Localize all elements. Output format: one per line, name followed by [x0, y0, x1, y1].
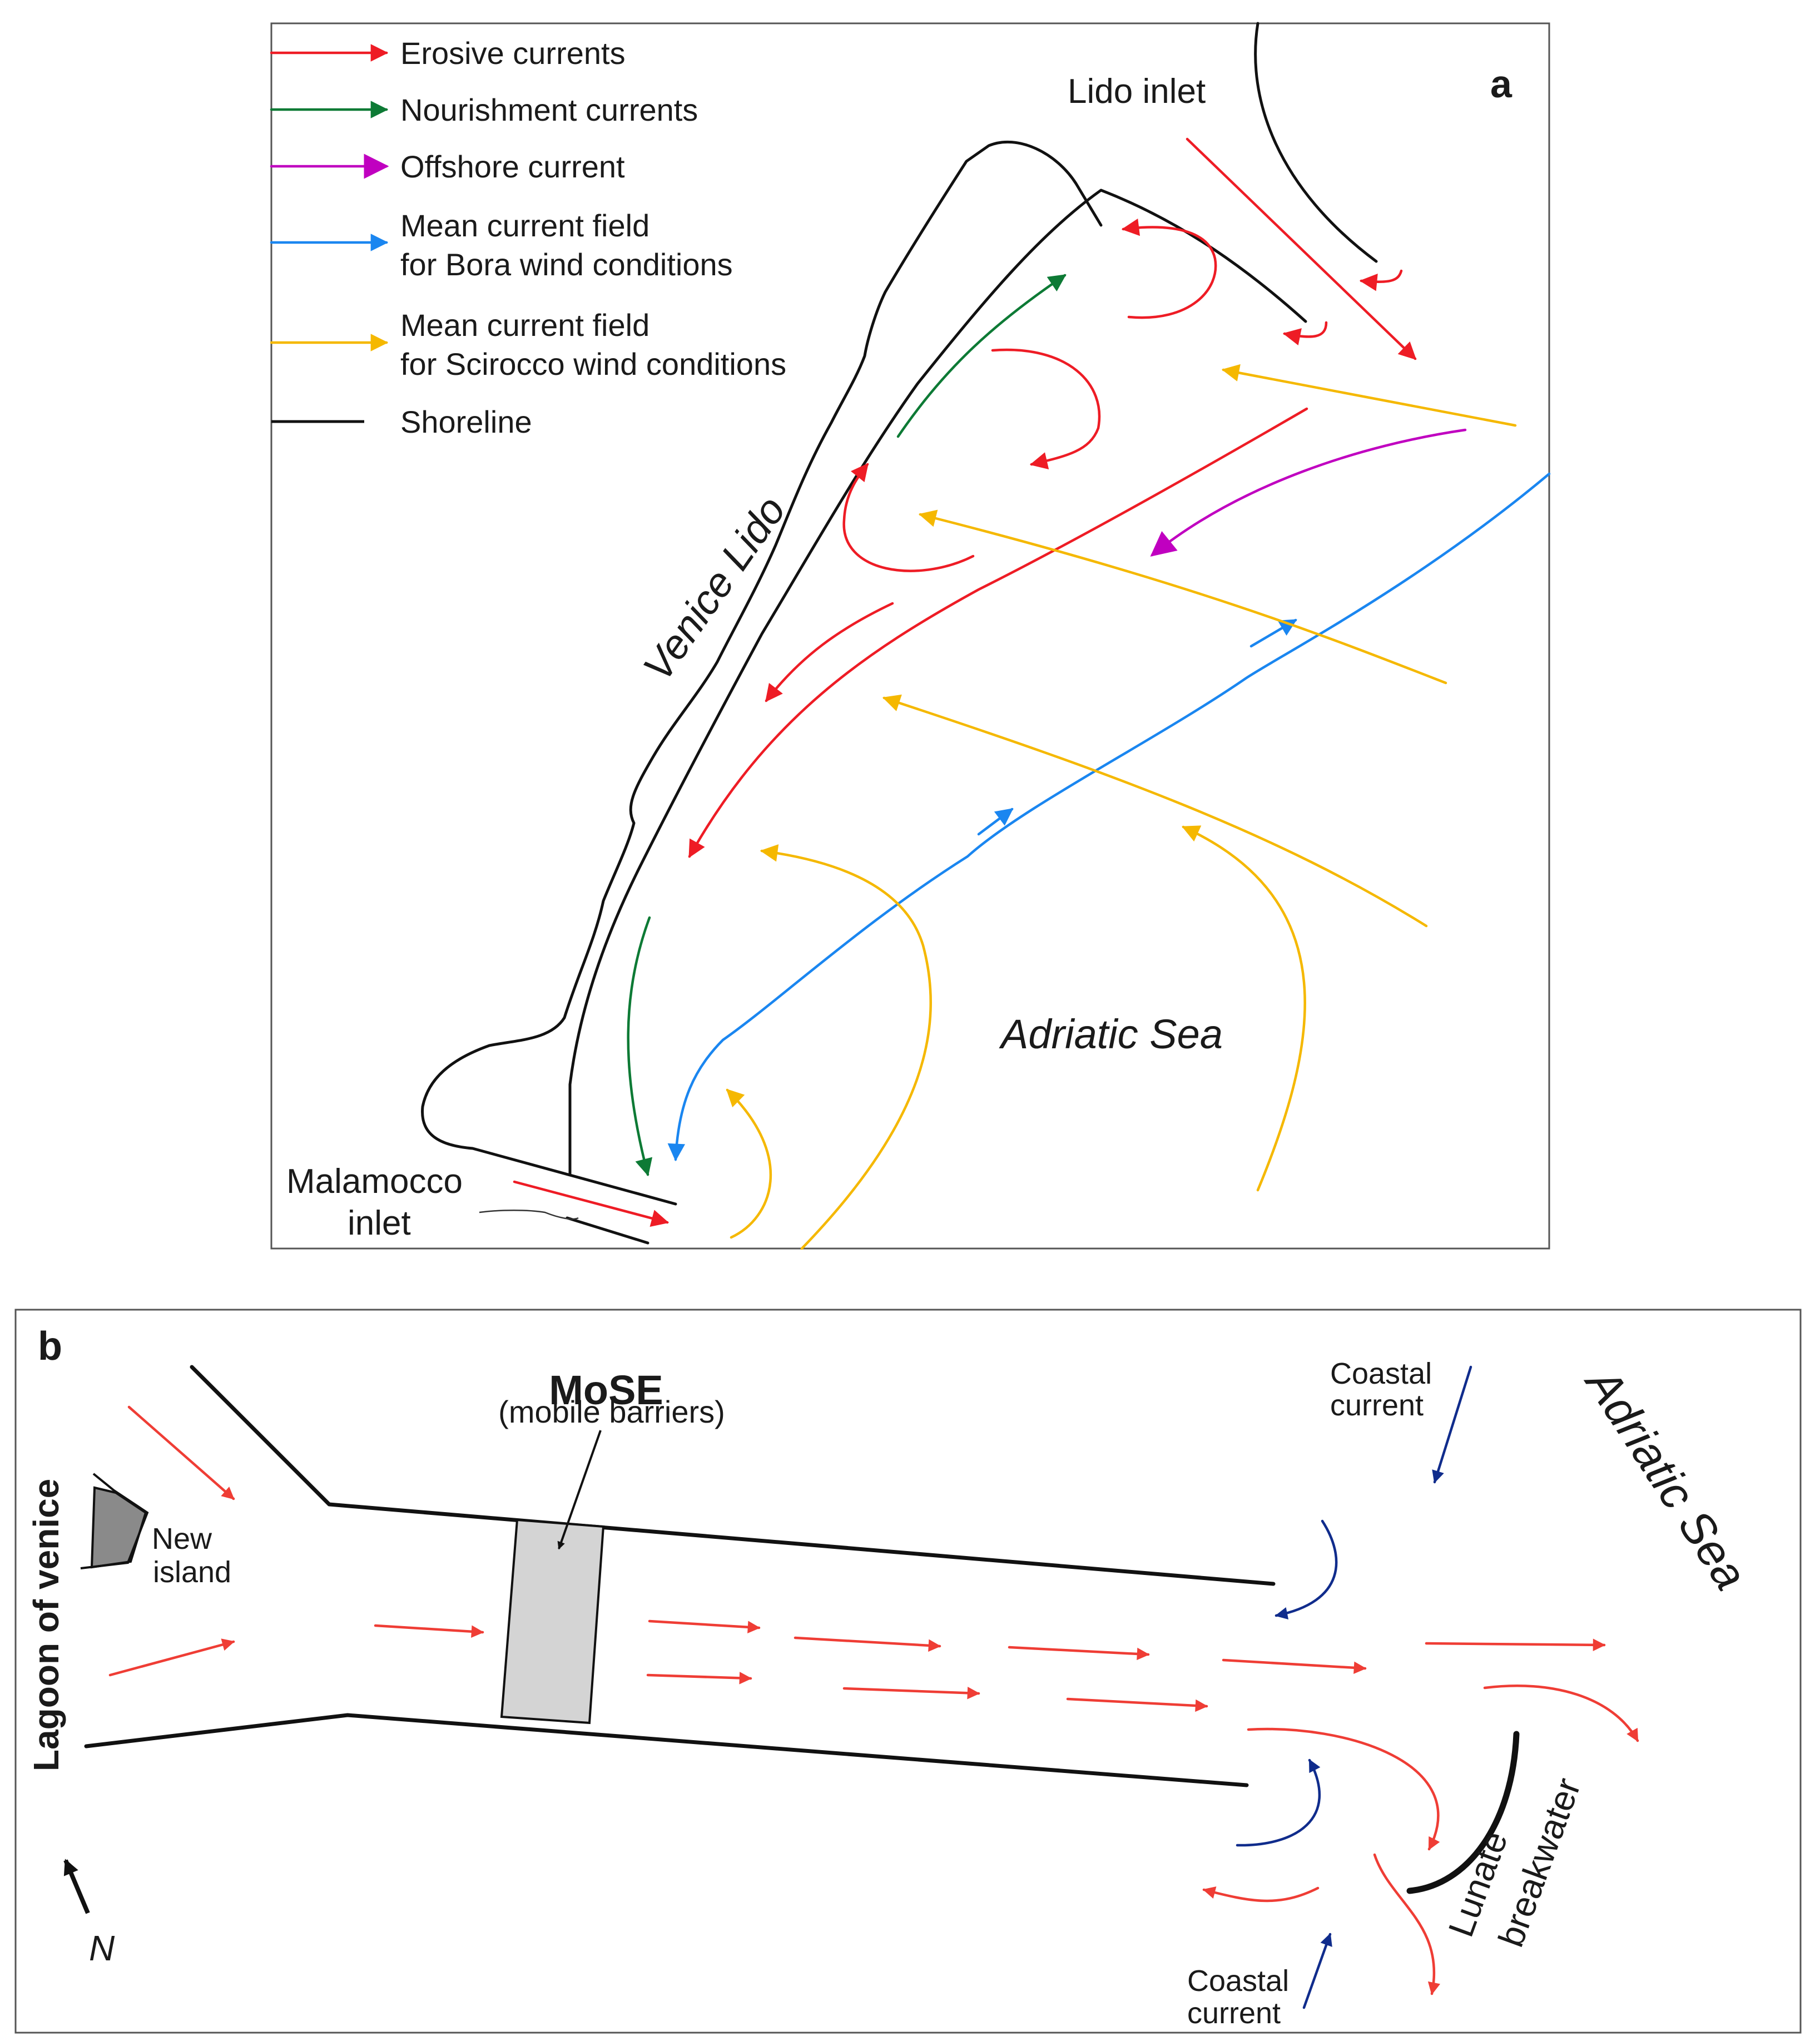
lunate-breakwater	[1406, 1731, 1520, 1894]
flow-arrow-around-breakwater	[1247, 1727, 1440, 1851]
flow-arrow-row1-4	[1222, 1658, 1367, 1675]
erosive-eddy-north	[1121, 218, 1217, 319]
coastal-current-north-eddy	[1275, 1519, 1338, 1620]
label-coastal-current-bottom-1: Coastal	[1187, 1964, 1289, 1998]
label-coastal-current-top-2: current	[1330, 1389, 1424, 1422]
legend-label-erosive: Erosive currents	[400, 36, 626, 71]
shoreline-malamocco-inner	[479, 1210, 579, 1220]
panel-b-letter: b	[38, 1324, 62, 1369]
coastal-current-south-arrow	[1302, 1933, 1332, 2009]
label-adriatic-sea-a: Adriatic Sea	[999, 1011, 1223, 1057]
legend-label-scirocco-2: for Scirocco wind conditions	[400, 346, 786, 382]
panel-a: Erosive currents Nourishment currents Of…	[270, 22, 1551, 1250]
legend-label-shoreline: Shoreline	[400, 404, 532, 439]
bora-current-arrow	[667, 472, 1551, 1162]
flow-arrow-sea-2	[1483, 1685, 1639, 1742]
panel-a-frame	[270, 22, 1550, 1250]
erosive-hook-lido	[1359, 269, 1403, 291]
channel-north-wall	[190, 1365, 1276, 1586]
bora-arrowhead-low	[977, 808, 1014, 836]
flow-arrow-row2-1	[646, 1672, 752, 1685]
legend-label-offshore: Offshore current	[400, 149, 625, 184]
new-island-outline	[80, 1473, 149, 1569]
erosive-hook-inner	[1282, 321, 1328, 346]
shoreline-punta-sabbioni	[1254, 22, 1378, 263]
flow-arrow-lagoon-south	[108, 1638, 235, 1677]
nourishment-arrow-south	[627, 916, 653, 1177]
erosive-arrow-malamocco	[513, 1180, 670, 1227]
flow-arrow-row1-3	[1008, 1646, 1150, 1661]
erosive-arrow-short	[765, 602, 894, 702]
coastal-current-south-eddy	[1236, 1758, 1321, 1847]
flow-arrows	[108, 1405, 1639, 1995]
label-lido-inlet: Lido inlet	[1068, 72, 1206, 111]
panel-b-frame	[14, 1309, 1802, 2034]
label-malamocco: Malamocco	[286, 1162, 463, 1201]
flow-arrow-row2-3	[1066, 1697, 1208, 1712]
flow-arrow-pre-barrier	[374, 1624, 484, 1638]
channel-south-wall	[84, 1713, 1249, 1787]
scirocco-currents	[726, 364, 1517, 1250]
label-north: N	[89, 1928, 115, 1968]
shoreline-inner	[568, 189, 1307, 1175]
label-new-island-1: New	[152, 1522, 212, 1556]
mose-pointer-arrow	[557, 1430, 602, 1550]
panel-b: b MoSE (mobile barriers) New island Lago…	[14, 1309, 1802, 2034]
label-coastal-current-bottom-2: current	[1187, 1997, 1281, 2030]
legend-label-bora-2: for Bora wind conditions	[400, 247, 733, 282]
legend-label-bora-1: Mean current field	[400, 208, 649, 243]
label-lagoon-of-venice: Lagoon of venice	[26, 1479, 66, 1771]
legend-label-nourishment: Nourishment currents	[400, 92, 698, 127]
scirocco-arrow-top	[1221, 364, 1517, 427]
label-new-island-2: island	[153, 1556, 231, 1589]
erosive-currents	[513, 137, 1417, 1227]
scirocco-arrow-lower	[882, 694, 1428, 928]
shoreline-outer	[421, 140, 1103, 1206]
nourishment-arrow-north	[896, 274, 1067, 438]
north-arrow-icon	[63, 1859, 90, 1914]
label-coastal-current-top-1: Coastal	[1330, 1357, 1432, 1390]
erosive-eddy-middle	[991, 348, 1101, 469]
mose-subtitle: (mobile barriers)	[498, 1394, 725, 1429]
flow-arrow-row1-1	[648, 1619, 761, 1633]
flow-arrow-lagoon-north	[127, 1405, 235, 1500]
scirocco-arrow-inlet	[726, 1088, 772, 1239]
shoreline-malamocco-jetty	[566, 1216, 649, 1245]
flow-arrow-sea-1	[1425, 1638, 1606, 1652]
coastal-current-north-arrow	[1432, 1365, 1472, 1484]
mose-title: MoSE	[549, 1367, 663, 1413]
flow-arrow-row1-2	[794, 1636, 941, 1652]
panel-a-letter: a	[1490, 62, 1512, 106]
legend-label-scirocco-1: Mean current field	[400, 308, 649, 343]
erosive-eddy-south	[842, 463, 975, 572]
flow-arrow-south-west	[1202, 1886, 1320, 1903]
erosive-arrow-lido-channel	[1186, 137, 1417, 360]
scirocco-arrow-east-curve	[1182, 825, 1306, 1192]
scirocco-arrow-loop	[760, 844, 932, 1250]
erosive-arrow-long	[688, 407, 1308, 858]
flow-arrow-south	[1373, 1853, 1440, 1995]
flow-arrow-row2-2	[842, 1687, 980, 1700]
scirocco-arrow-upper	[918, 509, 1447, 685]
offshore-current-arrow	[1150, 428, 1467, 557]
nourishment-currents	[627, 274, 1067, 1177]
label-malamocco-inlet: inlet	[348, 1204, 411, 1242]
coastal-currents	[1236, 1365, 1472, 2009]
legend: Erosive currents Nourishment currents Of…	[270, 36, 786, 439]
mose-barrier	[500, 1518, 605, 1725]
